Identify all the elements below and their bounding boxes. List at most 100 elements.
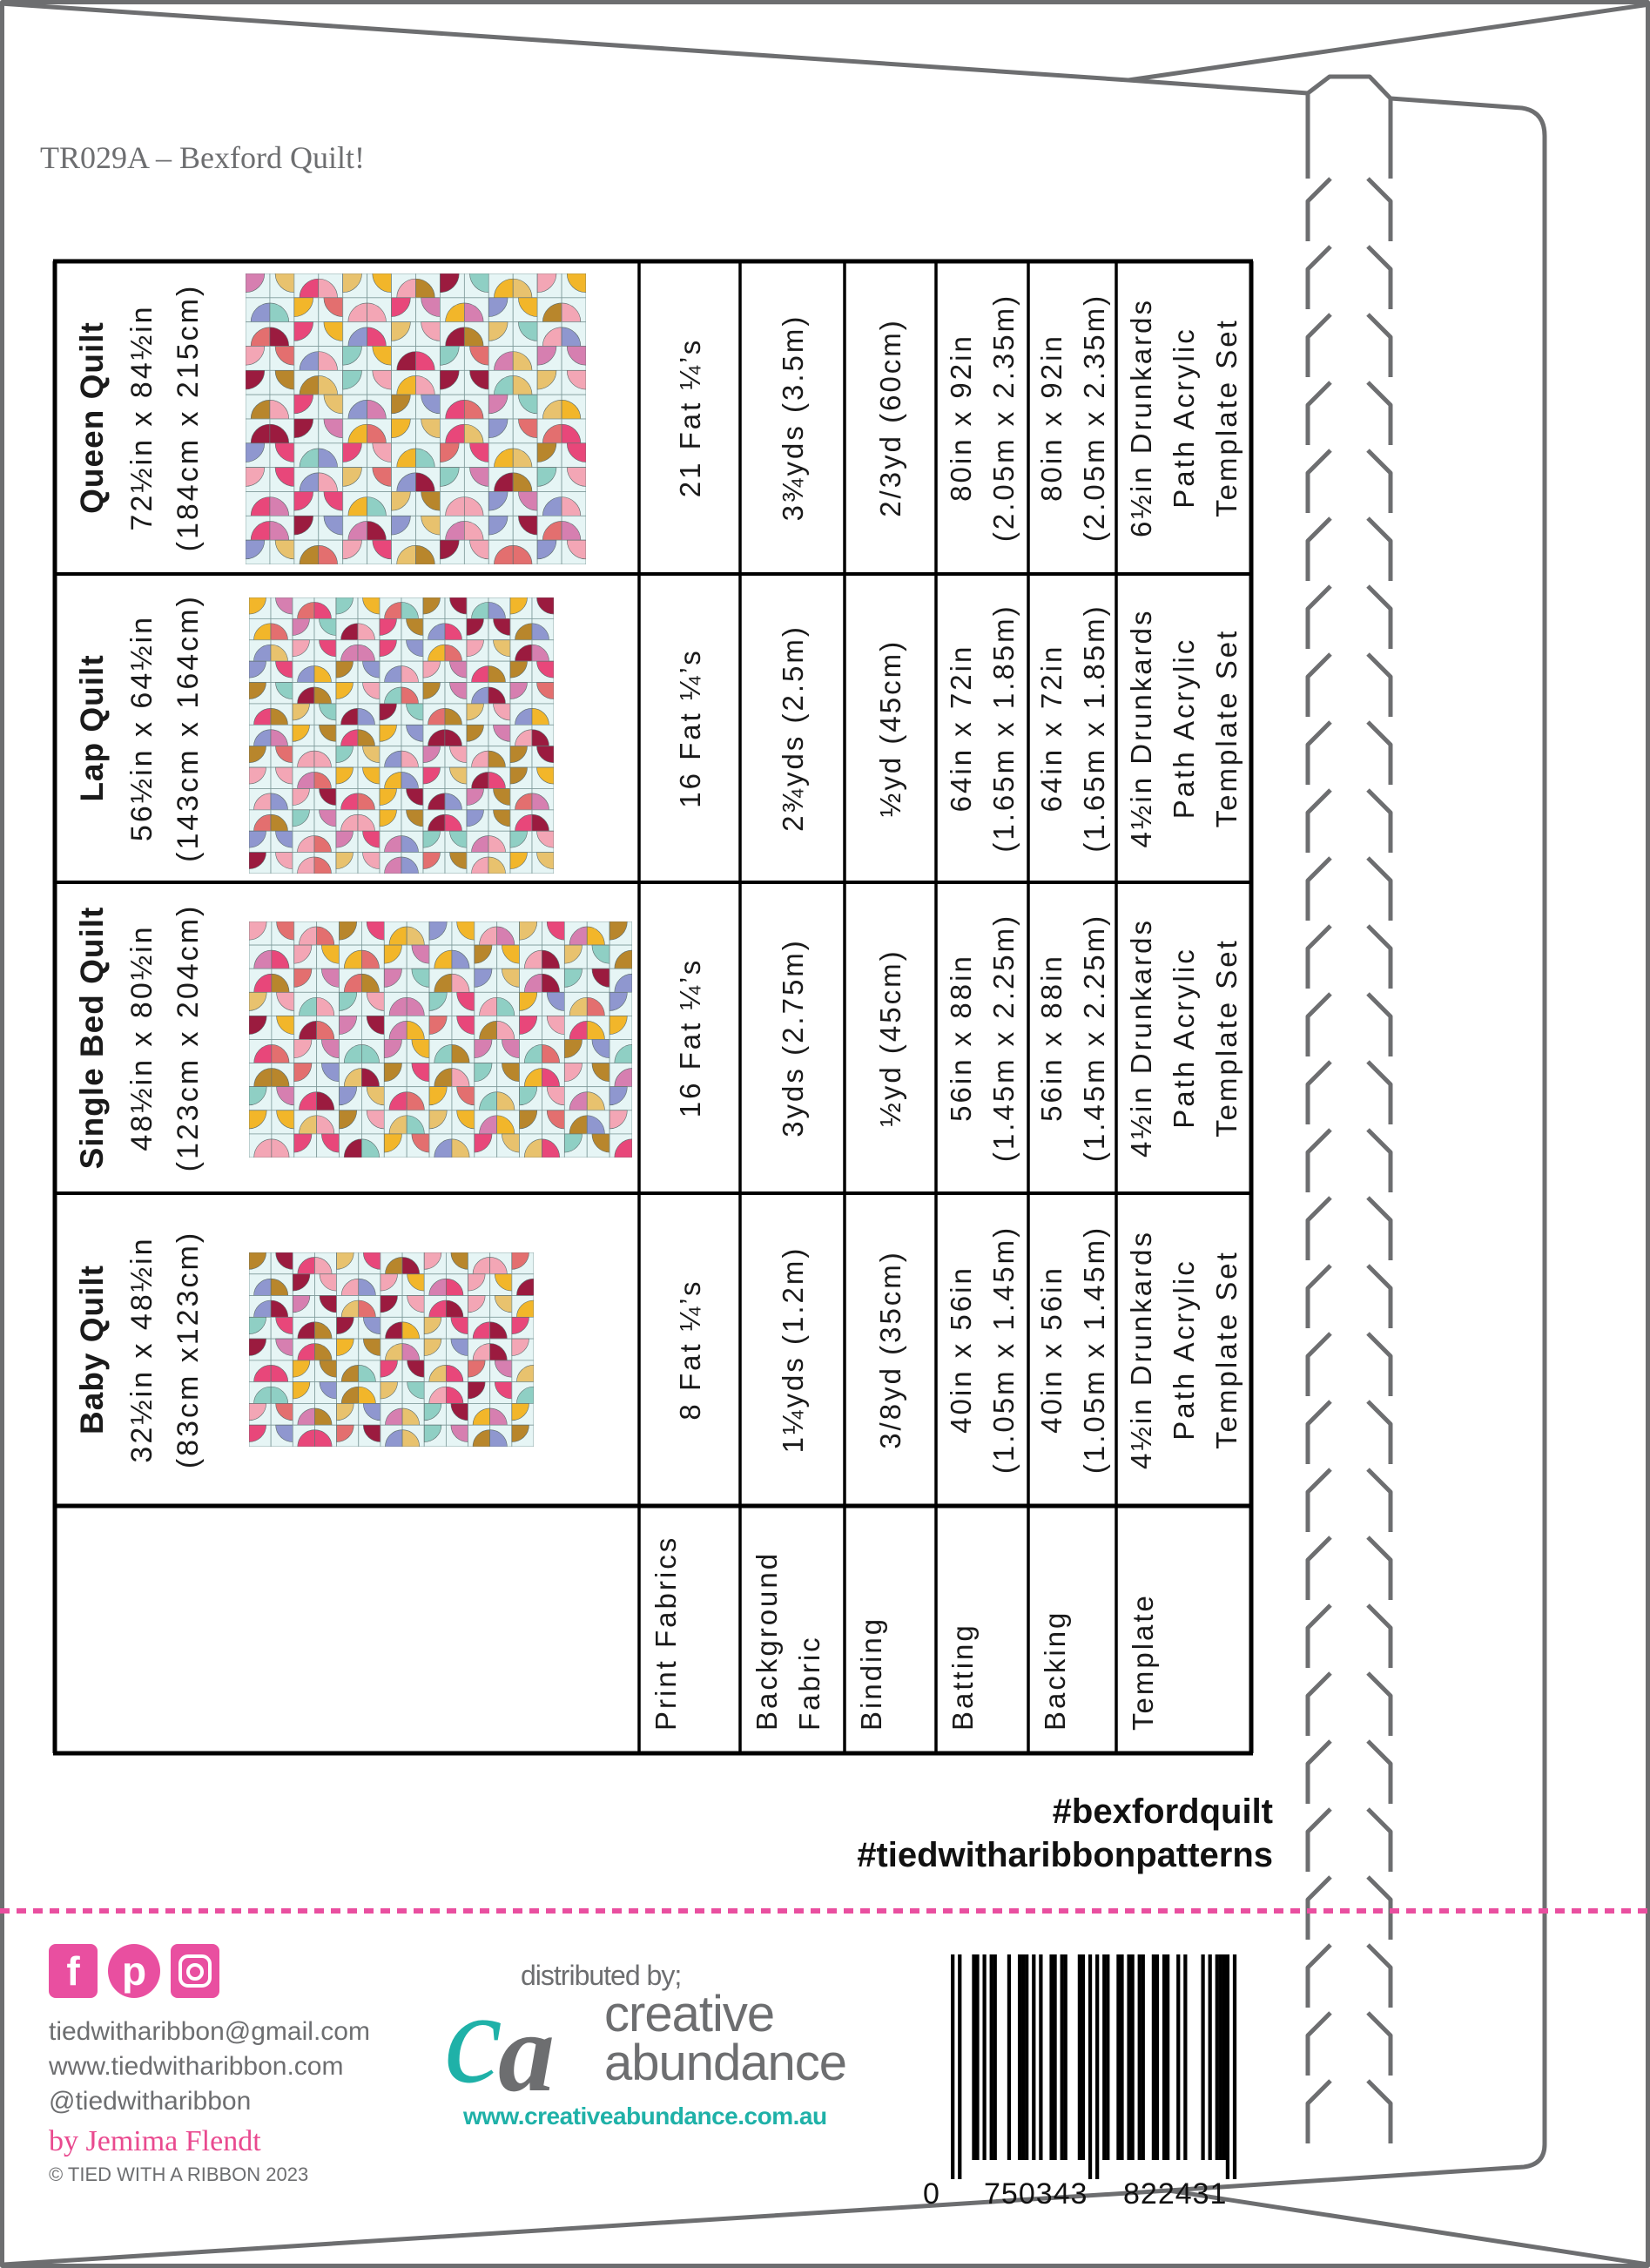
quilt-arc-patch [428,1278,447,1296]
quilt-arc-patch [249,1086,267,1106]
quilt-arc-patch [336,1252,354,1270]
quilt-arc-patch [472,1343,490,1361]
perforation-mark [1366,652,1393,717]
social-icons: f p [49,1944,219,1998]
quilt-arc-patch [340,1299,360,1318]
instagram-icon[interactable] [171,1944,219,1998]
barcode-bar [1201,1954,1205,2160]
quilt-arc-patch [561,521,582,541]
barcode-bar [1039,1954,1043,2160]
quilt-arc-patch [496,1091,515,1111]
quilt-arc-patch [253,1044,273,1063]
quilt-arc-patch [253,707,272,726]
barcode-bar [1053,1954,1057,2160]
quilt-arc-patch [384,602,402,619]
quilt-arc-patch [361,1068,380,1087]
quilt-arc-patch [423,1403,442,1421]
quilt-arc-patch [269,302,290,322]
quilt-arc-patch [489,1343,508,1361]
quilt-arc-patch [299,544,320,564]
quilt-arc-patch [297,1257,315,1275]
perforation-mark [1366,1400,1393,1464]
row-label: Background Fabric [751,1550,825,1731]
distributor-url[interactable]: www.creativeabundance.com.au [463,2103,827,2130]
quilt-arc-patch [502,1063,520,1083]
contact-email[interactable]: tiedwitharibbon@gmail.com [49,2017,370,2046]
quilt-arc-patch [335,852,354,869]
perforation-mark [1366,449,1393,513]
perforation-mark [1305,177,1332,241]
perforation-mark [1305,1400,1332,1464]
requirement-cell-batting: 56in x 88in(1.45m x 2.25m) [936,882,1028,1193]
quilt-arc-patch [428,1016,448,1035]
barcode-bar [1017,1954,1022,2160]
quilt-arc-patch [488,835,506,853]
quilt-arc-patch [569,1021,588,1040]
quilt-name: Baby Quilt [74,1264,110,1435]
quilt-arc-patch [249,1338,266,1356]
bottom-fold-line [1168,2188,1649,2267]
quilt-arc-patch [449,766,468,785]
facebook-icon[interactable]: f [49,1944,98,1998]
quilt-arc-patch [569,1091,588,1111]
quilt-arc-patch [509,682,528,699]
perforation-mark [1305,652,1332,717]
quilt-arc-patch [586,1091,605,1111]
quilt-arc-patch [488,297,508,317]
quilt-arc-patch [246,273,266,294]
quilt-arc-patch [339,1086,358,1106]
quilt-size-cm: (123cm x 204cm) [172,903,205,1172]
barcode-bar [993,1954,997,2160]
quilt-arc-patch [297,750,315,768]
quilt-arc-patch [494,472,514,492]
barcode-bar [982,1954,987,2160]
requirement-value: 8 Fat ¼’s [673,1279,706,1421]
quilt-arc-patch [428,644,446,662]
quilt-arc-patch [249,1317,266,1334]
quilt-arc-patch [293,1381,311,1400]
quilt-arc-patch [415,472,435,492]
quilt-arc-patch [396,544,416,564]
perforation-mark [1366,1875,1393,1940]
quilt-arc-patch [269,496,290,516]
quilt-arc-patch [314,1407,333,1426]
quilt-arc-patch [297,856,315,874]
quilt-arc-patch [313,665,332,683]
quilt-arc-patch [591,944,610,964]
quilt-arc-patch [275,852,293,869]
quilt-arc-patch [488,491,508,511]
pinterest-icon[interactable]: p [108,1944,160,1998]
quilt-arc-patch [561,327,582,347]
quilt-arc-patch [363,1252,381,1270]
quilt-arc-patch [275,830,293,848]
requirement-value: ½yd (45cm) [874,948,906,1127]
quilt-arc-patch [316,926,335,946]
quilt-arc-patch [542,973,560,993]
quilt-arc-patch [293,1273,311,1292]
quilt-arc-patch [449,597,468,615]
row-label: Binding [855,1616,887,1731]
quilt-arc-patch [472,1257,490,1275]
quilt-arc-patch [515,729,533,746]
quilt-arc-patch [401,1343,420,1361]
quilt-arc-patch [347,327,367,347]
quilt-arc-patch [407,1360,425,1378]
quilt-arc-patch [250,496,271,516]
quilt-arc-patch [391,394,411,415]
quilt-arc-patch [515,623,533,641]
quilt-arc-patch [380,1295,398,1313]
contact-website[interactable]: www.tiedwitharibbon.com [49,2052,344,2081]
quilt-arc-patch [519,992,538,1011]
quilt-arc-patch [466,703,484,721]
barcode-bar [1088,1954,1093,2179]
barcode [951,1954,1237,2179]
quilt-arc-patch [509,766,528,785]
quilt-arc-patch [449,852,468,869]
quilt-arc-patch [269,399,290,420]
quilt-arc-patch [270,813,288,832]
quilt-arc-patch [299,375,320,395]
quilt-arc-patch [479,926,498,946]
quilt-arc-patch [270,793,288,811]
quilt-arc-patch [546,992,565,1011]
